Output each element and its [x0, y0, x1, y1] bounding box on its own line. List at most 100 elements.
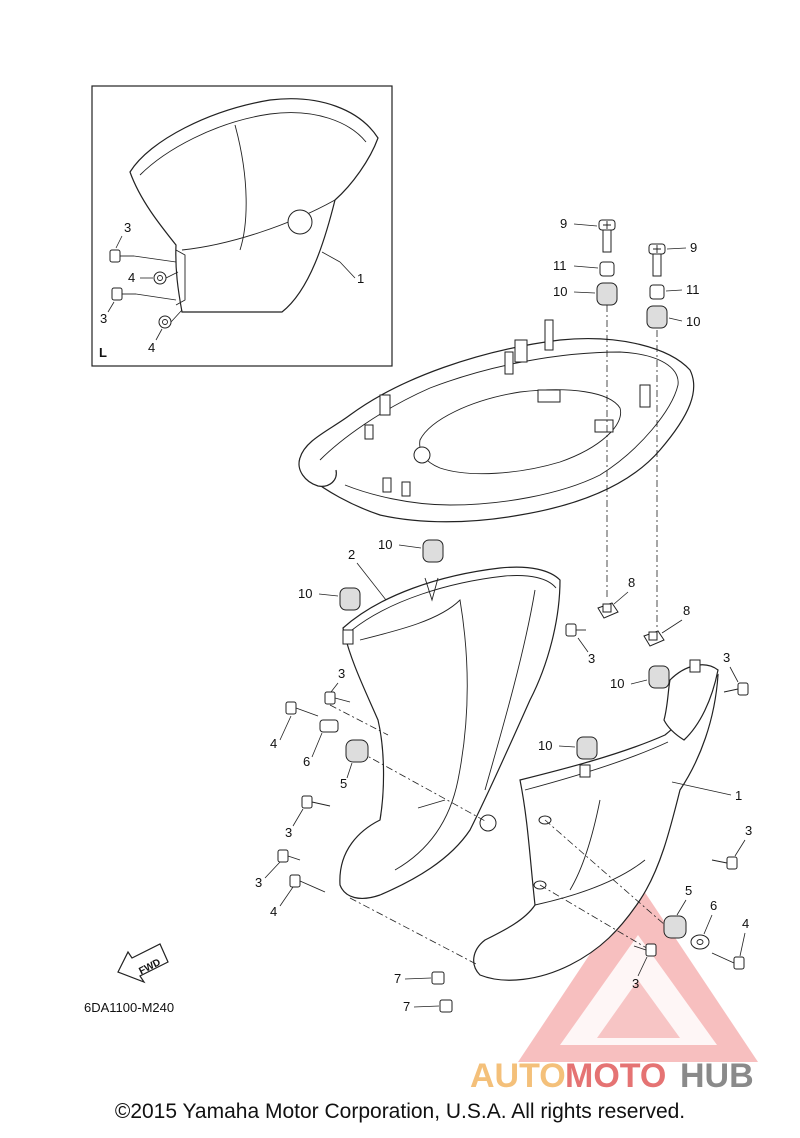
collar-6-m-a: [319, 719, 339, 733]
grommet-10-right: [646, 305, 668, 329]
bolt-3-m-g: [633, 943, 657, 957]
tray-boss-1: [544, 319, 554, 351]
callout-m-4a: 4: [270, 736, 277, 751]
cowling-1-tab-top: [689, 659, 701, 673]
clip-8-left: [597, 602, 619, 619]
inset-bracket: [175, 249, 186, 306]
bolt-4-m-a: [285, 701, 319, 717]
callout-m-3e: 3: [745, 823, 752, 838]
callout-m-10a: 10: [378, 537, 392, 552]
callout-m-10c: 10: [610, 676, 624, 691]
inset-bolt-lower: [111, 287, 136, 301]
bottom-cowling-2: [339, 566, 561, 899]
callout-inset-4b: 4: [148, 340, 155, 355]
washer-6-m-b: [690, 934, 710, 950]
cowling-2-rim: [351, 575, 557, 631]
tray-rim: [319, 351, 679, 506]
watermark-triangle-inner: [560, 935, 717, 1045]
callout-m-6a: 6: [303, 754, 310, 769]
callout-m-10b: 10: [298, 586, 312, 601]
watermark-text-auto: AUTO: [470, 1057, 566, 1095]
diagram-code: 6DA1100-M240: [84, 1000, 174, 1015]
tray-tab-3: [364, 424, 374, 440]
callout-m-3g: 3: [632, 976, 639, 991]
callout-m-10d: 10: [538, 738, 552, 753]
tray-tab-5: [382, 477, 392, 493]
collar-11-left: [599, 261, 615, 277]
bolt-3-m-b: [324, 691, 351, 705]
nut-7-b: [439, 999, 453, 1013]
cowling-1-tab: [579, 764, 591, 778]
nut-7-a: [431, 971, 445, 985]
cowling-2-body: [339, 566, 561, 899]
cowling-2-boss: [479, 814, 497, 832]
tray-tab-2: [639, 384, 651, 408]
upper-tray: [298, 319, 695, 523]
collar-11-right: [649, 284, 665, 300]
tray-body: [298, 338, 695, 523]
inset-cowling-rim: [139, 112, 367, 176]
tray-hole: [413, 446, 431, 464]
cowling-2-tab: [342, 629, 354, 645]
callout-m-5b: 5: [685, 883, 692, 898]
top-hardware-right: 9 11 10: [646, 240, 700, 630]
tray-slot-1: [537, 389, 561, 403]
inset-left-view: 3 4 3 4 1 L: [91, 85, 393, 367]
inset-nut-lower: [158, 315, 172, 329]
tray-tab-1: [379, 394, 391, 416]
callout-m-3a: 3: [588, 651, 595, 666]
screw-9-right: [648, 243, 666, 277]
cowling-2-inner: [359, 599, 468, 871]
inset-frame: [91, 85, 393, 367]
grommet-10-m4: [576, 736, 598, 760]
grommet-10-left: [596, 282, 618, 306]
watermark-triangle-core: [597, 980, 680, 1038]
bolt-3-m-c: [301, 795, 331, 809]
callout-top-10b: 10: [686, 314, 700, 329]
inset-bottom-cowling: [129, 98, 379, 313]
inset-grommet: [287, 209, 313, 235]
cowling-1-rim: [524, 741, 669, 791]
bolt-3-m-e: [723, 682, 749, 696]
bottom-cowling-1: [473, 659, 719, 981]
bolt-3-m-d: [277, 849, 301, 863]
callout-m-8a: 8: [628, 575, 635, 590]
grommet-10-m2: [339, 587, 361, 611]
tray-slot-2: [594, 419, 614, 433]
bolt-4-m-b: [289, 874, 326, 893]
callout-top-10a: 10: [553, 284, 567, 299]
callout-inset-3a: 3: [124, 220, 131, 235]
callout-m-3c: 3: [723, 650, 730, 665]
inset-bolt-upper: [109, 249, 134, 263]
grommet-10-m1: [422, 539, 444, 563]
tray-boss-2: [514, 339, 528, 363]
screw-9-left: [598, 219, 616, 253]
mount-5-m-a: [345, 739, 369, 763]
callout-m-4b: 4: [270, 904, 277, 919]
tray-boss-3: [504, 351, 514, 375]
callout-m-3d: 3: [285, 825, 292, 840]
cowling-2-lip: [417, 799, 446, 809]
callout-top-9a: 9: [560, 216, 567, 231]
grommet-10-m3: [648, 665, 670, 689]
callout-m-2: 2: [348, 547, 355, 562]
watermark-text-moto: MOTO: [565, 1057, 666, 1095]
callout-m-1: 1: [735, 788, 742, 803]
cowling-2-clip: [424, 577, 439, 602]
top-hardware-left: 9 11 10: [553, 216, 618, 600]
tray-tab-4: [401, 481, 411, 497]
cowling-2-flange: [484, 589, 536, 791]
callout-top-11a: 11: [553, 258, 567, 273]
bolt-4-m-c: [711, 952, 745, 970]
cowling-1-arm: [663, 664, 719, 741]
inset-cowling-inner: [181, 199, 336, 251]
bolt-3-m-f: [711, 856, 738, 870]
cowling-1-edge: [534, 859, 646, 906]
bolt-3-m-a: [565, 623, 586, 637]
callout-inset-1: 1: [357, 271, 364, 286]
watermark-logo: AUTO MOTO HUB: [470, 882, 758, 1095]
tray-nose: [298, 457, 337, 487]
callout-m-3b: 3: [338, 666, 345, 681]
callout-top-11b: 11: [686, 282, 700, 297]
